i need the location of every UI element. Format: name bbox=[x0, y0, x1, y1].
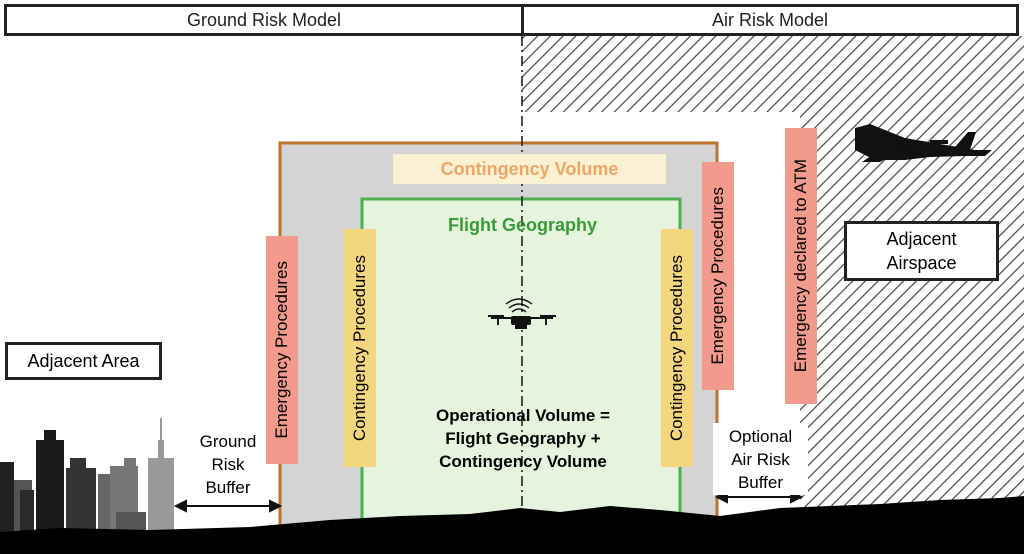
emergency-procedures-left-text: Emergency Procedures bbox=[272, 261, 291, 439]
ground-risk-model-header: Ground Risk Model bbox=[4, 4, 524, 36]
air-risk-model-header: Air Risk Model bbox=[521, 4, 1019, 36]
adjacent-area-label: Adjacent Area bbox=[5, 342, 162, 380]
contingency-volume-label: Contingency Volume bbox=[393, 154, 666, 184]
contingency-procedures-left-text: Contingency Procedures bbox=[350, 254, 369, 442]
emergency-declared-to-atm-text: Emergency declared to ATM bbox=[791, 159, 810, 373]
ground-risk-buffer-arrow bbox=[173, 499, 283, 513]
emergency-procedures-left: Emergency Procedures bbox=[266, 236, 298, 464]
flight-geography-box bbox=[360, 197, 682, 541]
contingency-procedures-right-text: Contingency Procedures bbox=[667, 254, 686, 442]
emergency-procedures-right: Emergency Procedures bbox=[702, 162, 734, 390]
drone-icon bbox=[488, 298, 556, 329]
operational-volume-label: Operational Volume = Flight Geography + … bbox=[436, 405, 610, 471]
flight-geography-label: Flight Geography bbox=[447, 214, 597, 235]
air-risk-hatched-region bbox=[522, 36, 1024, 554]
airplane-icon bbox=[855, 124, 992, 162]
ground-risk-buffer-label: Ground Risk Buffer bbox=[199, 431, 257, 497]
emergency-declared-to-atm: Emergency declared to ATM bbox=[785, 128, 817, 404]
contingency-procedures-right: Contingency Procedures bbox=[661, 229, 693, 467]
air-risk-buffer-label: Optional Air Risk Buffer bbox=[713, 423, 808, 495]
contingency-procedures-left: Contingency Procedures bbox=[344, 229, 376, 467]
emergency-procedures-right-text: Emergency Procedures bbox=[708, 187, 727, 365]
adjacent-airspace-label: Adjacent Airspace bbox=[844, 221, 999, 281]
terrain bbox=[0, 496, 1024, 554]
